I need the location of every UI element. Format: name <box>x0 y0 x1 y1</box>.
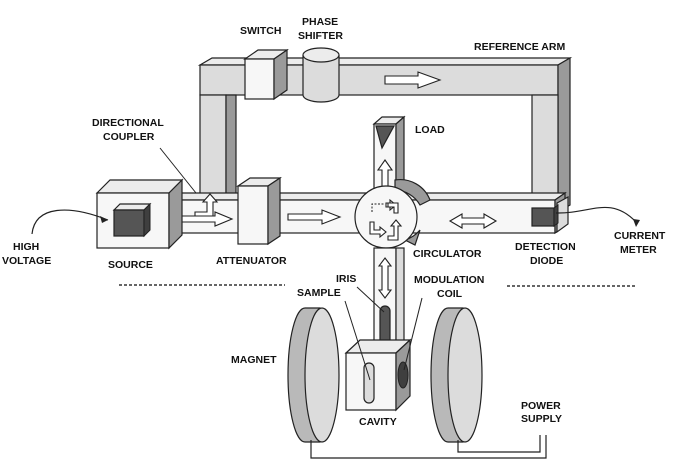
cavity <box>344 338 412 412</box>
modulation-coil-leader <box>403 297 423 371</box>
label-magnet: MAGNET <box>231 354 277 366</box>
high-voltage-wire <box>31 209 109 235</box>
label-load: LOAD <box>415 124 445 136</box>
detection-diode <box>531 195 569 234</box>
flow-arrow-icon <box>287 209 342 225</box>
label-directional-coupler-2: COUPLER <box>103 131 155 143</box>
bidirectional-arrow-icon <box>448 213 498 229</box>
modulation-coil <box>397 361 409 389</box>
coupler-leader <box>159 147 197 194</box>
label-source: SOURCE <box>108 259 153 271</box>
label-detection-diode: DETECTION <box>515 241 576 253</box>
iris-leader <box>356 286 385 313</box>
flow-arrow-icon <box>177 211 234 227</box>
label-sample: SAMPLE <box>297 287 341 299</box>
label-phase-shifter: PHASE <box>302 16 338 28</box>
label-modulation-coil: MODULATION <box>414 274 484 286</box>
bidirectional-arrow-icon <box>377 257 393 299</box>
magnet-left <box>287 307 340 443</box>
power-supply-wire-2 <box>457 435 541 453</box>
label-detection-diode-2: DIODE <box>530 255 563 267</box>
coupled-arrow-icon <box>194 193 219 217</box>
power-supply-wire <box>310 435 547 459</box>
label-cavity: CAVITY <box>359 416 397 428</box>
label-attenuator: ATTENUATOR <box>216 255 287 267</box>
label-power-supply-2: SUPPLY <box>521 413 562 425</box>
label-switch: SWITCH <box>240 25 281 37</box>
label-phase-shifter-2: SHIFTER <box>298 30 343 42</box>
label-circulator: CIRCULATOR <box>413 248 482 260</box>
label-current-meter-2: METER <box>620 244 657 256</box>
label-iris: IRIS <box>336 273 356 285</box>
label-high-voltage: HIGH <box>13 241 39 253</box>
magnet-right <box>430 307 483 443</box>
arrowhead-icon <box>633 219 640 227</box>
sample-leader <box>344 300 371 381</box>
label-directional-coupler: DIRECTIONAL <box>92 117 164 129</box>
switch <box>243 48 289 101</box>
label-high-voltage-2: VOLTAGE <box>2 255 51 267</box>
source <box>95 178 184 250</box>
sample <box>363 362 375 404</box>
circulation-arrows-icon <box>369 198 403 241</box>
label-reference-arm: REFERENCE ARM <box>474 41 565 53</box>
flow-arrow-icon <box>376 159 394 189</box>
label-modulation-coil-2: COIL <box>437 288 463 300</box>
phase-shifter <box>302 47 340 103</box>
arrowhead-icon <box>100 216 108 223</box>
circulator <box>354 178 431 249</box>
attenuator <box>236 176 282 246</box>
current-meter-wire <box>555 206 637 223</box>
label-current-meter: CURRENT <box>614 230 666 242</box>
label-power-supply: POWER <box>521 400 561 412</box>
flow-arrow-icon <box>384 71 442 89</box>
cavity-waveguide <box>373 247 405 351</box>
